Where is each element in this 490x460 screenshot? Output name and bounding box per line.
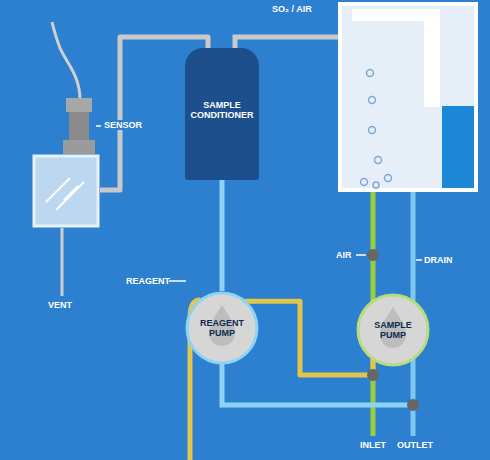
sensor-body: [69, 112, 89, 140]
bubble: [369, 97, 376, 104]
bubble: [373, 182, 379, 188]
tank-water: [442, 106, 474, 188]
sensor: SENSOR: [30, 96, 100, 228]
junction-dot: [407, 399, 419, 411]
pump-circle: REAGENT PUMP: [185, 291, 259, 365]
node-text: SAMPLE CONDITIONER: [189, 100, 255, 121]
sensor-cable: [52, 22, 80, 100]
node-text: SAMPLE PUMP: [367, 320, 419, 341]
gas-line: [235, 37, 340, 50]
process-box: SAMPLE CONDITIONER: [185, 48, 259, 180]
flow-label: DRAIN: [424, 255, 453, 265]
flow-label: VENT: [48, 300, 72, 310]
bubble: [375, 157, 382, 164]
sample-tank: [340, 4, 476, 190]
pump-body: [358, 295, 428, 365]
glass-glint: [64, 186, 78, 200]
junction-dot: [367, 369, 379, 381]
bubble: [367, 70, 374, 77]
vent-line: [61, 228, 64, 296]
air-valve: [367, 249, 379, 261]
flow-label: AIR: [336, 250, 352, 260]
pipe-connector: [244, 301, 373, 375]
sensor-nut: [63, 140, 95, 154]
sensor-cap: [66, 98, 92, 112]
flow-label: OUTLET: [397, 440, 433, 450]
flow-label: REAGENT: [126, 276, 170, 286]
pump-body: [187, 293, 257, 363]
bubble: [361, 179, 368, 186]
leader-line: [169, 280, 186, 282]
bubble: [385, 175, 392, 182]
pump-circle: SAMPLE PUMP: [356, 293, 430, 367]
flow-cell: [34, 156, 98, 226]
flow-label: INLET: [360, 440, 386, 450]
node-text: SENSOR: [102, 120, 144, 130]
flow-label: SO₂ / AIR: [272, 4, 312, 14]
node-text: REAGENT PUMP: [196, 318, 248, 339]
bubble: [369, 127, 376, 134]
drain-line: [222, 360, 413, 405]
pipe-connector: [220, 180, 225, 291]
tank-baffle: [424, 9, 440, 107]
glass-glint: [56, 182, 84, 210]
leader-line: [96, 125, 101, 127]
leader-line: [416, 259, 422, 261]
leader-line: [356, 254, 366, 256]
